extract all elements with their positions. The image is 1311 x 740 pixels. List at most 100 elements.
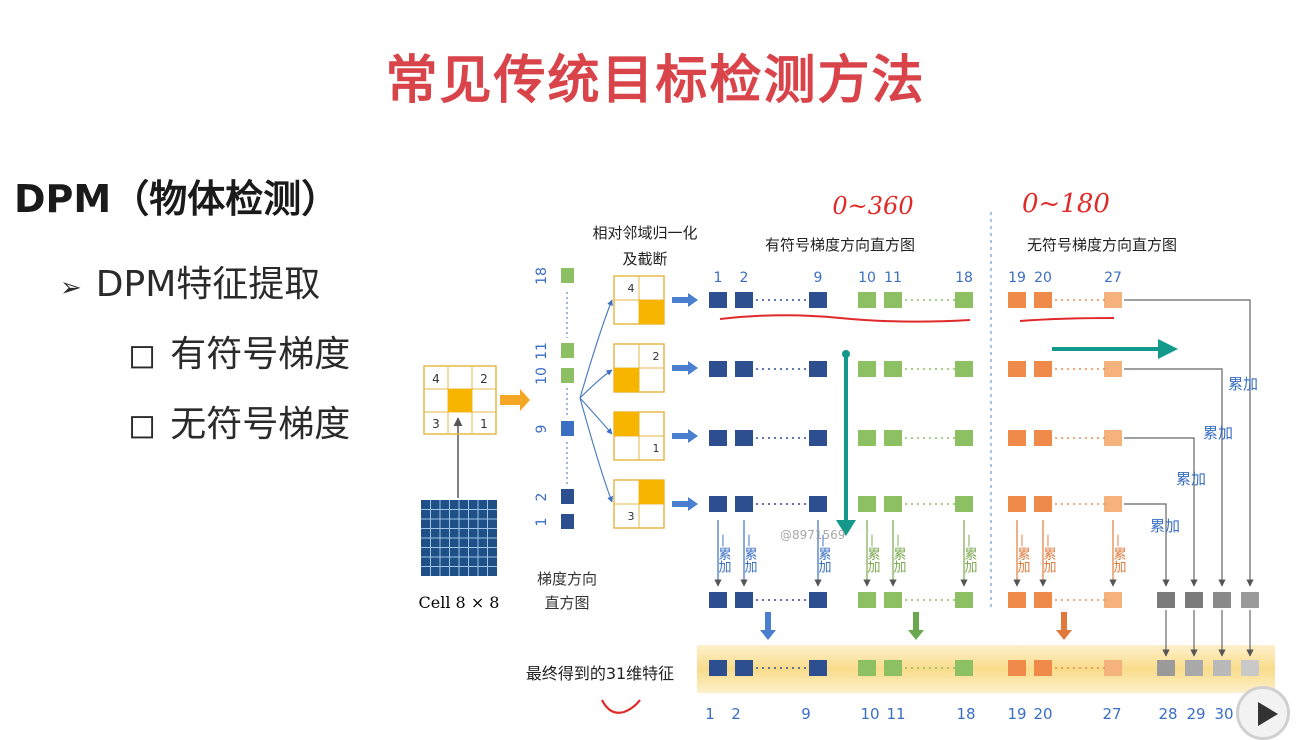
feature-bin [884, 660, 902, 676]
arrow-bullet-icon: ➢ [60, 273, 82, 303]
feature-bin [884, 430, 902, 446]
bottom-index-label: 30 [1214, 705, 1233, 723]
feature-bin [955, 292, 973, 308]
accumulate-label: —累加 [716, 534, 732, 574]
gray-bin [1213, 660, 1231, 676]
feature-row [709, 496, 1122, 512]
accumulate-label: 累加 [1203, 424, 1233, 442]
feature-bin [709, 292, 727, 308]
hist-bin-label: 9 [534, 425, 550, 434]
feature-bin [1104, 430, 1122, 446]
accumulate-label: —累加 [962, 534, 978, 574]
blue-arrow-icon [672, 497, 698, 511]
normalize-caption: 相对邻域归一化 [592, 224, 697, 242]
feature-bin [1104, 496, 1122, 512]
gray-bin [1241, 660, 1259, 676]
bottom-index-label: 9 [801, 705, 811, 723]
feature-bin [955, 592, 973, 608]
cell-number: 3 [432, 417, 440, 431]
blue-arrow-icon [672, 293, 698, 307]
annotation-range-unsigned: 0~180 [1022, 189, 1110, 219]
feature-bin [809, 430, 827, 446]
feature-bin [1008, 430, 1026, 446]
cell-block: 4 2 3 1 [423, 365, 497, 435]
hist-bin-label: 11 [534, 342, 550, 360]
feature-bin [884, 292, 902, 308]
hist-bin-label: 10 [534, 367, 550, 385]
feature-bin [735, 292, 753, 308]
accumulate-label: 累加 [1176, 470, 1206, 488]
feature-bin [955, 430, 973, 446]
accumulate-label: —累加 [865, 534, 881, 574]
accumulate-label: —累加 [742, 534, 758, 574]
feature-bin [709, 361, 727, 377]
accumulate-label: 累加 [1150, 517, 1180, 535]
top-index-label: 2 [740, 270, 749, 286]
bottom-index-label: 1 [705, 705, 715, 723]
feature-bin [1008, 660, 1026, 676]
top-index-label: 20 [1034, 270, 1052, 286]
feature-bin [884, 361, 902, 377]
block-number: 3 [628, 510, 635, 523]
top-index-label: 27 [1104, 270, 1122, 286]
feature-bin [1034, 430, 1052, 446]
gray-bin [1185, 592, 1203, 608]
annotation-underline [719, 314, 971, 323]
feature-bin [809, 292, 827, 308]
top-index-label: 19 [1008, 270, 1026, 286]
feature-row [709, 361, 1122, 377]
feature-bin [1104, 361, 1122, 377]
gradient-histogram: 18 11 10 9 2 1 [534, 267, 574, 529]
slide-title: 常见传统目标检测方法 [385, 51, 926, 111]
feature-bin [735, 660, 753, 676]
bottom-index-label: 20 [1033, 705, 1052, 723]
gray-bin [1157, 592, 1175, 608]
bottom-index-label: 28 [1158, 705, 1177, 723]
bottom-index-label: 18 [956, 705, 975, 723]
feature-bin [884, 496, 902, 512]
feature-bin [858, 660, 876, 676]
feature-bin [955, 660, 973, 676]
normalized-block: 1 [613, 411, 665, 461]
green-down-arrow-icon [908, 612, 924, 640]
blue-down-arrow-icon [760, 612, 776, 640]
feature-bin [858, 361, 876, 377]
hist-bin-label: 2 [534, 493, 550, 502]
accumulate-label: —累加 [816, 534, 832, 574]
normalized-block: 4 [613, 275, 665, 325]
feature-bin [1008, 361, 1026, 377]
feature-row [709, 430, 1122, 446]
unsigned-histogram-title: 无符号梯度方向直方图 [1027, 236, 1177, 254]
watermark: @8971569 [780, 528, 845, 542]
signed-histogram-title: 有符号梯度方向直方图 [765, 236, 915, 254]
feature-bin [809, 660, 827, 676]
block-number: 4 [628, 282, 635, 295]
hist-bin-label: 1 [534, 518, 550, 527]
feature-bin [955, 361, 973, 377]
feature-bin [1104, 660, 1122, 676]
cell-grid-image [421, 500, 497, 576]
feature-bin [1104, 592, 1122, 608]
teal-down-arrow-icon [836, 520, 856, 536]
top-index-label: 18 [955, 270, 973, 286]
top-index-label: 11 [884, 270, 902, 286]
feature-bin [1104, 292, 1122, 308]
feature-bin [858, 292, 876, 308]
normalize-caption: 及截断 [622, 250, 667, 268]
feature-bin [1034, 292, 1052, 308]
play-button[interactable] [1236, 686, 1290, 740]
bottom-index-label: 29 [1186, 705, 1205, 723]
top-index-label: 1 [714, 270, 723, 286]
orange-arrow-icon [500, 389, 530, 411]
bottom-index-label: 2 [731, 705, 741, 723]
top-index-label: 9 [814, 270, 823, 286]
annotation-underline [1019, 317, 1115, 322]
bottom-index-label: 27 [1102, 705, 1121, 723]
feature-bin [884, 592, 902, 608]
normalized-block: 2 [613, 343, 665, 393]
section-heading: DPM（物体检测） [14, 177, 340, 221]
accumulate-label: —累加 [1041, 534, 1057, 574]
feature-bin [1034, 496, 1052, 512]
bullet-signed-gradient: ◻有符号梯度 [128, 325, 350, 377]
feature-bin [858, 592, 876, 608]
